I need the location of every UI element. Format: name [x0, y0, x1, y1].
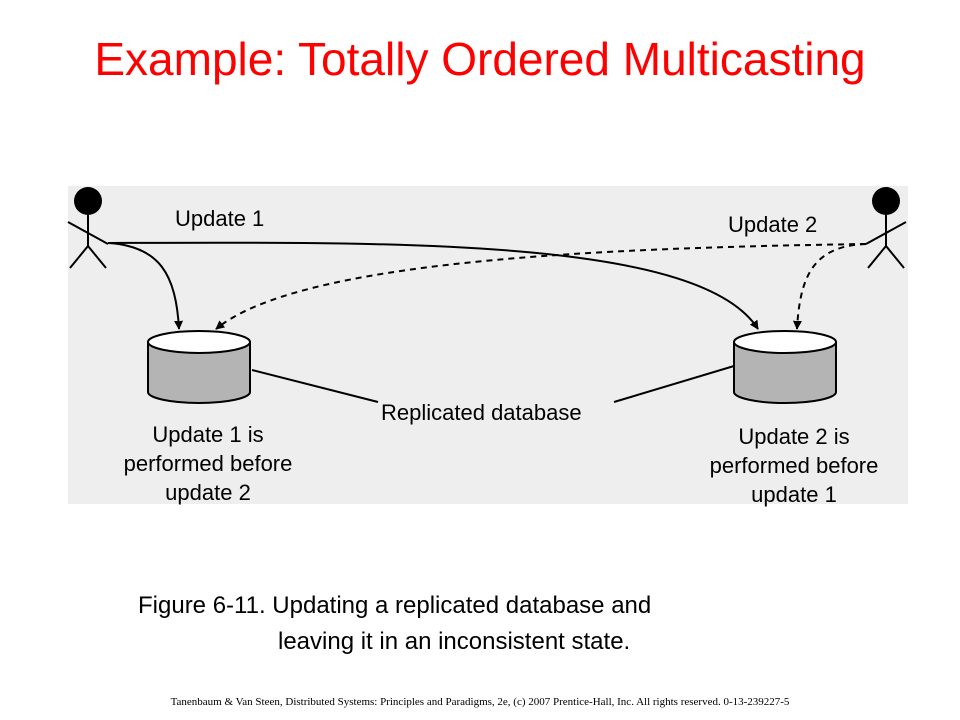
- right-result-line: performed before: [709, 453, 879, 478]
- update1-arrow-left: [107, 242, 184, 330]
- caption-line-1: Figure 6-11. Updating a replicated datab…: [138, 592, 652, 619]
- left-result-line: update 2: [165, 480, 251, 505]
- right-database-icon: [733, 330, 837, 404]
- update2-arrow-right: [792, 243, 867, 330]
- right-result-text: Update 2 is performed before update 1: [676, 422, 912, 509]
- right-result-line: update 1: [751, 482, 837, 507]
- update1-label: Update 1: [175, 206, 265, 231]
- right-result-line: Update 2 is: [738, 424, 850, 449]
- update2-label: Update 2: [728, 212, 818, 237]
- left-result-text: Update 1 is performed before update 2: [90, 420, 326, 507]
- left-database-icon: [147, 330, 251, 404]
- caption-line-2: leaving it in an inconsistent state.: [278, 628, 631, 655]
- right-user-icon: [865, 187, 907, 269]
- replicated-database-label: Replicated database: [381, 400, 582, 425]
- left-result-line: Update 1 is: [152, 422, 264, 447]
- update1-arrow-right: [107, 241, 759, 330]
- update2-arrow-left: [215, 243, 867, 330]
- right-db-connector: [613, 365, 735, 403]
- left-db-connector: [251, 369, 379, 403]
- slide-title: Example: Totally Ordered Multicasting: [94, 33, 866, 85]
- copyright-footer: Tanenbaum & Van Steen, Distributed Syste…: [170, 696, 790, 708]
- left-result-line: performed before: [123, 451, 293, 476]
- left-user-icon: [67, 187, 109, 269]
